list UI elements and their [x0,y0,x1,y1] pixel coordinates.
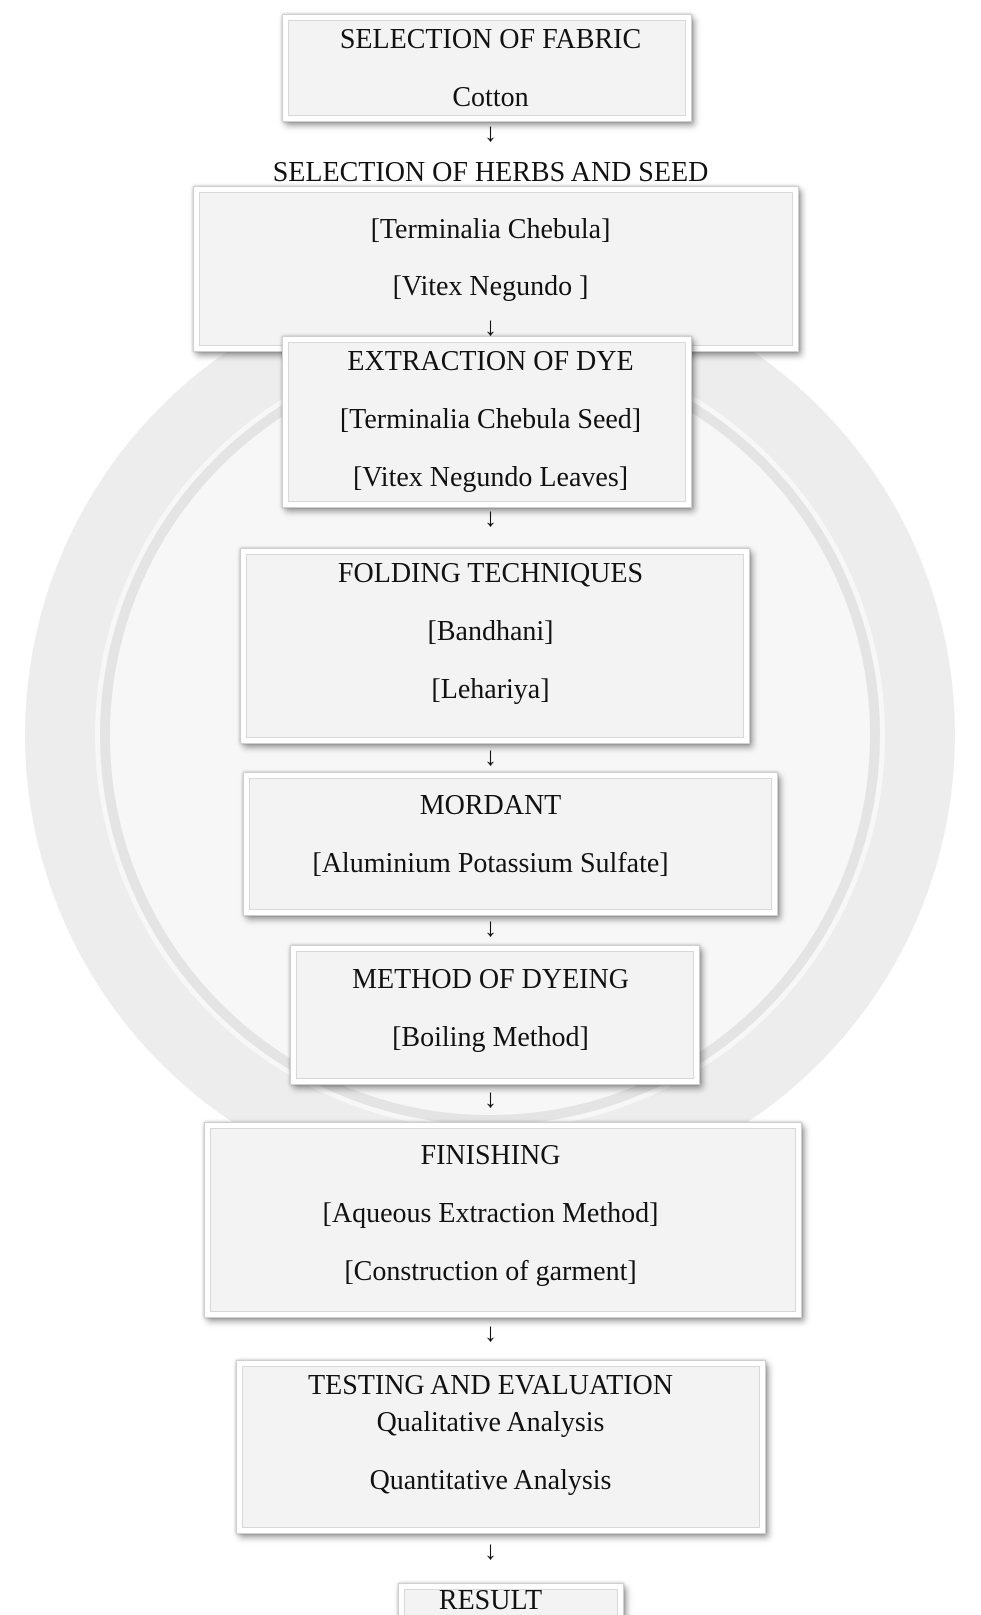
step-box-finishing [204,1122,802,1318]
flow-arrow-5: ↓ [484,913,497,942]
step-title-folding: FOLDING TECHNIQUES [337,558,644,589]
flow-arrow-8: ↓ [484,1536,497,1565]
step-box-extraction [282,336,692,508]
flow-arrow-1: ↓ [484,118,497,147]
step-box-dyeing [290,945,700,1085]
step-item-folding-1: [Bandhani] [427,616,554,647]
step-title-testing: TESTING AND EVALUATION [307,1370,673,1401]
step-box-herbs [193,186,799,352]
step-item-finishing-1: [Aqueous Extraction Method] [322,1198,659,1229]
step-title-dyeing: METHOD OF DYEING [352,964,629,995]
step-title-result: RESULT [438,1585,543,1615]
step-box-mordant [243,772,778,916]
step-box-folding [240,548,750,744]
flow-arrow-6: ↓ [484,1084,497,1113]
step-item-extraction-1: [Terminalia Chebula Seed] [339,404,642,435]
step-item-herbs-2: [Vitex Negundo ] [392,271,589,302]
step-box-result [398,1583,624,1615]
flow-arrow-3: ↓ [484,503,497,532]
step-item-fabric-1: Cotton [452,82,529,113]
step-item-finishing-2: [Construction of garment] [344,1256,637,1287]
flow-arrow-4: ↓ [484,742,497,771]
flow-arrow-7: ↓ [484,1318,497,1347]
step-item-folding-2: [Lehariya] [431,674,550,705]
step-item-testing-2: Quantitative Analysis [369,1465,612,1496]
step-title-mordant: MORDANT [419,790,562,821]
step-item-dyeing-1: [Boiling Method] [392,1022,589,1053]
step-item-extraction-2: [Vitex Negundo Leaves] [352,462,629,493]
step-title-extraction: EXTRACTION OF DYE [347,346,634,377]
step-item-herbs-1: [Terminalia Chebula] [370,214,611,245]
flow-arrow-2: ↓ [484,312,497,341]
step-box-testing [236,1360,766,1534]
step-title-herbs: SELECTION OF HERBS AND SEED [272,157,709,188]
step-box-fabric [282,14,692,122]
step-title-fabric: SELECTION OF FABRIC [339,24,642,55]
step-title-finishing: FINISHING [420,1140,561,1171]
step-item-mordant-1: [Aluminium Potassium Sulfate] [312,848,669,879]
step-item-testing-1: Qualitative Analysis [376,1407,605,1438]
